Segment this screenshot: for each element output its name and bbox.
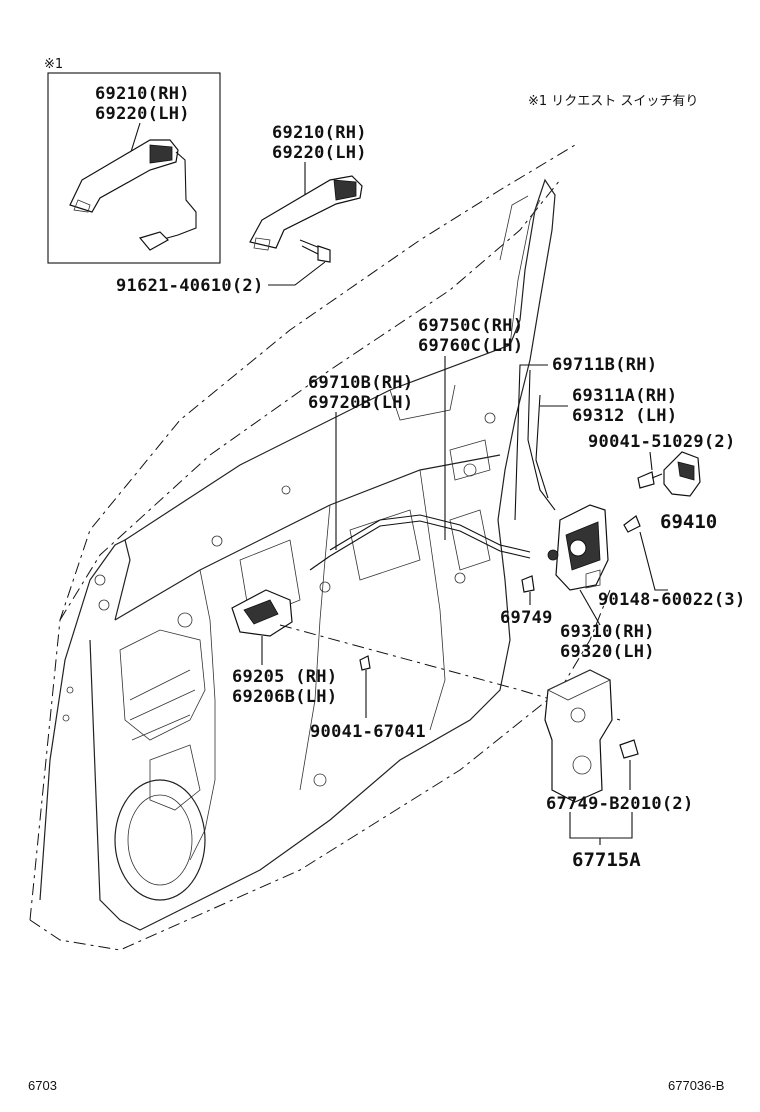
label-screw-inside: 90041-67041 <box>310 722 426 742</box>
clip-pad <box>619 739 639 759</box>
label-rod-a-rh: 69311A(RH) <box>572 386 677 406</box>
label-inside-handle-rh: 69205 (RH) <box>232 667 337 687</box>
door-outline <box>29 144 611 951</box>
label-cable-c-lh: 69760C(LH) <box>418 336 523 356</box>
label-striker: 69410 <box>660 511 717 533</box>
outside-handle-with-switch <box>69 139 197 251</box>
door-lock <box>547 504 609 591</box>
outside-handle <box>249 175 363 251</box>
legend-note: ※1 リクエスト スイッチ有り <box>528 94 698 109</box>
screw-handle <box>299 239 331 263</box>
inset-marker: ※1 <box>44 57 63 72</box>
label-clip-pad: 67749-B2010(2) <box>546 794 694 814</box>
door-frame <box>39 178 556 931</box>
label-screw-handle: 91621-40610(2) <box>116 276 264 296</box>
label-cable-b-lh: 69720B(LH) <box>308 393 413 413</box>
label-handle-lh: 69220(LH) <box>272 143 367 163</box>
clip <box>521 575 535 593</box>
pad <box>544 669 613 803</box>
label-cable-c-rh: 69750C(RH) <box>418 316 523 336</box>
footer-left: 6703 <box>28 1078 57 1093</box>
screw-striker <box>637 471 663 489</box>
label-inside-handle-lh: 69206B(LH) <box>232 687 337 707</box>
label-rod-b-rh: 69711B(RH) <box>552 355 657 375</box>
label-screw-striker: 90041-51029(2) <box>588 432 736 452</box>
label-lock-lh: 69320(LH) <box>560 642 655 662</box>
label-screw-lock: 90148-60022(3) <box>598 590 746 610</box>
label-rod-lh: 69312 (LH) <box>572 406 677 426</box>
inset-frame <box>47 72 221 264</box>
label-lock-rh: 69310(RH) <box>560 622 655 642</box>
striker <box>663 451 701 497</box>
inset-box: ※1 69210(RH) 69220(LH) <box>44 57 221 264</box>
label-cable-b-rh: 69710B(RH) <box>308 373 413 393</box>
label-pad: 67715A <box>572 849 641 871</box>
label-handle-box-lh: 69220(LH) <box>95 104 190 124</box>
footer-right: 677036-B <box>668 1078 724 1093</box>
inside-handle <box>231 589 293 637</box>
label-handle-rh: 69210(RH) <box>272 123 367 143</box>
screw-inside <box>359 655 371 671</box>
screw-lock <box>623 515 641 533</box>
label-handle-box-rh: 69210(RH) <box>95 84 190 104</box>
label-clip: 69749 <box>500 608 553 628</box>
cable-assembly <box>309 369 556 571</box>
